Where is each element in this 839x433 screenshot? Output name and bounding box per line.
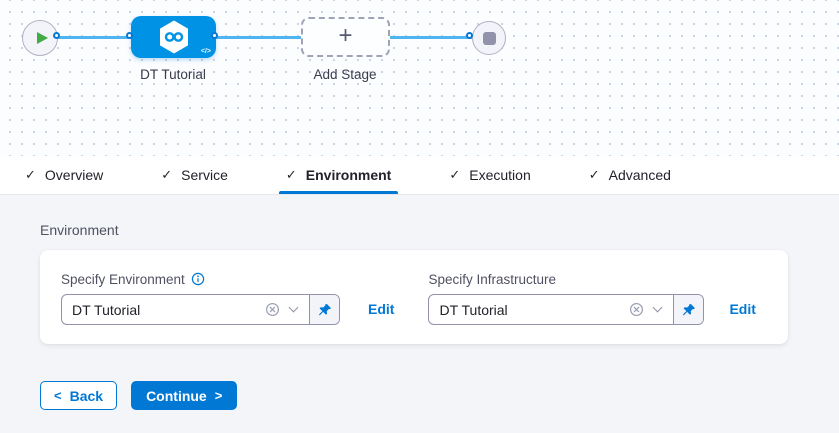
check-icon: ✓ — [161, 167, 173, 182]
chevron-left-icon: < — [54, 388, 62, 403]
pipeline-canvas: </> DT Tutorial + Add Stage — [0, 0, 839, 156]
specify-infrastructure-label: Specify Infrastructure — [428, 271, 557, 287]
stage-node-label: DT Tutorial — [140, 67, 206, 82]
pin-button[interactable] — [673, 295, 704, 324]
stage-node-dt-tutorial[interactable]: </> — [131, 16, 216, 58]
continue-button[interactable]: Continue > — [131, 381, 238, 410]
check-icon: ✓ — [449, 167, 461, 182]
wizard-footer: < Back Continue > — [40, 381, 839, 410]
specify-environment-label: Specify Environment — [61, 271, 185, 287]
back-button[interactable]: < Back — [40, 381, 118, 410]
pin-icon — [682, 303, 695, 315]
check-icon: ✓ — [285, 167, 297, 182]
back-button-label: Back — [69, 387, 104, 404]
pipeline-end-node — [472, 21, 506, 55]
continue-button-label: Continue — [146, 387, 207, 404]
tab-overview[interactable]: ✓ Overview — [20, 156, 108, 194]
check-icon: ✓ — [588, 167, 600, 182]
harness-cd-hexagon-icon — [159, 20, 188, 54]
tab-label: Advanced — [608, 167, 671, 183]
tab-label: Overview — [44, 167, 104, 183]
chevron-down-icon[interactable] — [288, 302, 299, 313]
environment-select[interactable]: DT Tutorial — [61, 294, 340, 325]
start-node-port — [53, 32, 60, 39]
stop-icon — [482, 31, 496, 45]
pipeline-start-node — [22, 20, 58, 56]
chevron-down-icon[interactable] — [653, 302, 663, 313]
chevron-right-icon: > — [214, 388, 223, 403]
tab-label: Environment — [305, 167, 392, 183]
specify-infrastructure-group: Specify Infrastructure DT Tutorial — [428, 271, 705, 325]
tab-label: Service — [181, 167, 228, 183]
tab-environment[interactable]: ✓ Environment — [278, 156, 399, 194]
tab-execution[interactable]: ✓ Execution — [444, 156, 535, 194]
pipeline-connector-line — [58, 36, 472, 39]
infrastructure-select-value[interactable]: DT Tutorial — [439, 301, 508, 318]
add-stage-label: Add Stage — [313, 67, 377, 82]
tab-label: Execution — [469, 167, 531, 183]
info-icon[interactable] — [191, 272, 205, 286]
stage-node-right-port — [211, 32, 218, 39]
section-title: Environment — [40, 222, 119, 238]
environment-select-value[interactable]: DT Tutorial — [72, 301, 141, 318]
stage-config-tabbar: ✓ Overview ✓ Service ✓ Environment ✓ Exe… — [0, 156, 839, 195]
pin-button[interactable] — [309, 295, 339, 324]
play-icon — [36, 32, 48, 44]
infrastructure-select[interactable]: DT Tutorial — [428, 294, 705, 325]
tab-service[interactable]: ✓ Service — [156, 156, 233, 194]
add-stage-button[interactable]: + — [301, 17, 390, 57]
edit-infrastructure-link[interactable]: Edit — [729, 301, 756, 317]
specify-environment-group: Specify Environment DT Tutorial — [61, 271, 340, 325]
code-icon: </> — [200, 48, 211, 55]
stage-node-left-port — [126, 32, 133, 39]
end-node-port — [466, 32, 473, 39]
check-icon: ✓ — [25, 167, 36, 182]
plus-icon: + — [338, 22, 353, 49]
pin-icon — [318, 303, 331, 315]
environment-tab-panel: Environment Specify Environment DT Tutor… — [0, 195, 839, 433]
clear-icon[interactable] — [265, 302, 280, 317]
tab-advanced[interactable]: ✓ Advanced — [584, 156, 676, 194]
clear-icon[interactable] — [629, 302, 644, 317]
edit-environment-link[interactable]: Edit — [368, 301, 395, 317]
environment-card: Specify Environment DT Tutorial — [40, 250, 788, 344]
